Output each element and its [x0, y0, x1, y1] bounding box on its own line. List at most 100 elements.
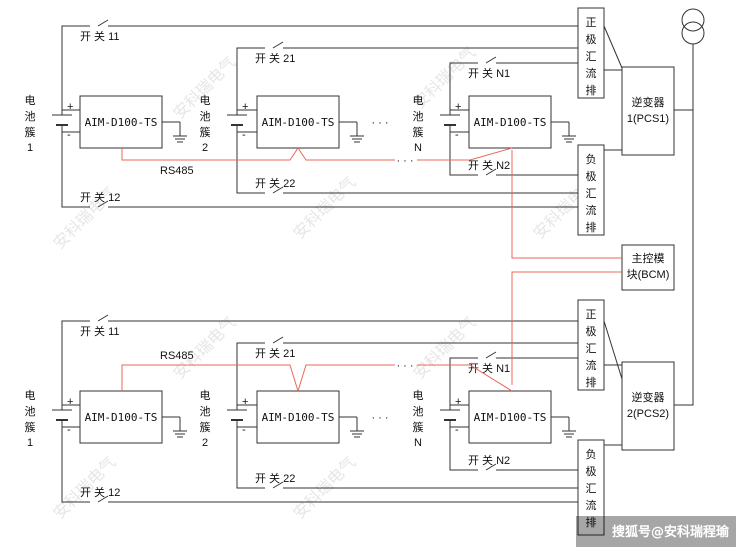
- busbar-label: 流: [586, 358, 597, 372]
- busbar-label: 汇: [586, 50, 597, 63]
- battery-label: 池: [25, 405, 36, 418]
- rs485-line: [297, 364, 395, 392]
- battery-top-wire: [61, 25, 90, 104]
- rs485-line: [121, 147, 299, 161]
- battery-icon: +-: [440, 101, 461, 141]
- ellipsis: · · ·: [371, 117, 388, 129]
- battery-icon: +-: [440, 396, 461, 436]
- battery-label: 电: [413, 94, 424, 107]
- busbar-label: 正: [586, 17, 597, 29]
- switch-icon: [272, 186, 284, 194]
- busbar-label: 极: [586, 169, 597, 183]
- battery-label: 簇: [25, 420, 36, 434]
- ground-icon: [173, 122, 187, 143]
- busbar-label: 排: [586, 220, 597, 234]
- battery-label: 电: [25, 94, 36, 107]
- module-label: AIM-D100-TS: [262, 116, 335, 129]
- switch-icon: [272, 481, 284, 489]
- switch-top-label: 开 关 N1: [468, 361, 510, 375]
- battery-top-wire: [236, 47, 265, 104]
- battery-label: 池: [200, 405, 211, 418]
- battery-bot-wire: [236, 432, 265, 489]
- module-label: AIM-D100-TS: [85, 411, 158, 424]
- inverter2-label-1: 逆变器: [632, 390, 665, 404]
- busbar-label: 汇: [586, 342, 597, 355]
- switch-bottom-label: 开 关 12: [80, 190, 120, 204]
- battery-top-wire: [61, 320, 90, 399]
- busbar-label: 负: [586, 152, 597, 166]
- switch-icon: [485, 463, 497, 471]
- busbar-label: 极: [586, 324, 597, 338]
- bus-link: [603, 320, 623, 380]
- rs485-label: RS485: [160, 165, 194, 177]
- plus-sign: +: [455, 101, 461, 113]
- busbar-label: 排: [586, 375, 597, 389]
- minus-sign: -: [67, 424, 71, 436]
- busbar-label: 流: [586, 66, 597, 80]
- pos-bus-1: [577, 7, 605, 99]
- neg-bus-1: [577, 144, 605, 236]
- module-box: [256, 390, 340, 444]
- module-box: [468, 95, 552, 149]
- rs485-line: [121, 364, 299, 392]
- module-1: AIM-D100-TS: [79, 390, 163, 444]
- inverter2-label-2: 2(PCS2): [627, 408, 669, 420]
- inverter-1-box: [621, 66, 675, 156]
- busbar-label: 汇: [586, 482, 597, 495]
- footer-bg: [576, 516, 736, 547]
- switch-top-label: 开 关 11: [80, 324, 120, 338]
- battery-label: 簇: [200, 420, 211, 434]
- battery-number: 1: [27, 437, 33, 449]
- switch-icon: [485, 351, 497, 359]
- switch-top-label: 开 关 21: [255, 346, 295, 360]
- module-box: [79, 390, 163, 444]
- battery-label: 簇: [413, 125, 424, 139]
- bcm-label-1: 主控模: [632, 251, 665, 265]
- busbar-label: 排: [586, 83, 597, 97]
- module-label: AIM-D100-TS: [262, 411, 335, 424]
- battery-label: 簇: [200, 125, 211, 139]
- busbar-label: 极: [586, 464, 597, 478]
- switch-bottom-label: 开 关 N2: [468, 158, 510, 172]
- plus-sign: +: [242, 396, 248, 408]
- rs485-line: [417, 147, 513, 161]
- plus-sign: +: [455, 396, 461, 408]
- footer-text: 搜狐号@安科瑞程瑜: [612, 524, 730, 540]
- plus-sign: +: [67, 396, 73, 408]
- ground-icon: [350, 417, 364, 438]
- neg-bus-2: [577, 439, 605, 536]
- busbar-label: 流: [586, 498, 597, 512]
- rs485-line: [417, 364, 513, 392]
- module-3: AIM-D100-TS: [468, 95, 552, 149]
- module-1: AIM-D100-TS: [79, 95, 163, 149]
- switch-top-label: 开 关 21: [255, 51, 295, 65]
- switch-icon: [97, 314, 109, 322]
- ground-icon: [562, 122, 576, 143]
- ground-icon: [562, 417, 576, 438]
- battery-top-wire: [236, 342, 265, 399]
- battery-bot-wire: [449, 137, 478, 176]
- minus-sign: -: [455, 424, 459, 436]
- battery-bot-wire: [61, 137, 90, 208]
- battery-label: 电: [200, 94, 211, 107]
- module-label: AIM-D100-TS: [85, 116, 158, 129]
- switch-icon: [97, 495, 109, 503]
- battery-label: 簇: [413, 420, 424, 434]
- busbars: [577, 7, 675, 536]
- battery-label: 电: [200, 389, 211, 402]
- inverter-bcm-labels: 逆变器 1(PCS1) 逆变器 2(PCS2) 主控模 块(BCM): [627, 95, 670, 420]
- bcm-box: [621, 244, 675, 291]
- battery-label: 池: [413, 110, 424, 123]
- busbar-label: 正: [586, 309, 597, 321]
- watermark-text: 安科瑞电气: [169, 313, 239, 383]
- bcm-signal-lines: [511, 150, 622, 385]
- plus-sign: +: [67, 101, 73, 113]
- busbar-label: 极: [586, 32, 597, 46]
- switch-icon: [97, 19, 109, 27]
- battery-number: N: [414, 437, 422, 449]
- transformer-icon: [674, 8, 705, 406]
